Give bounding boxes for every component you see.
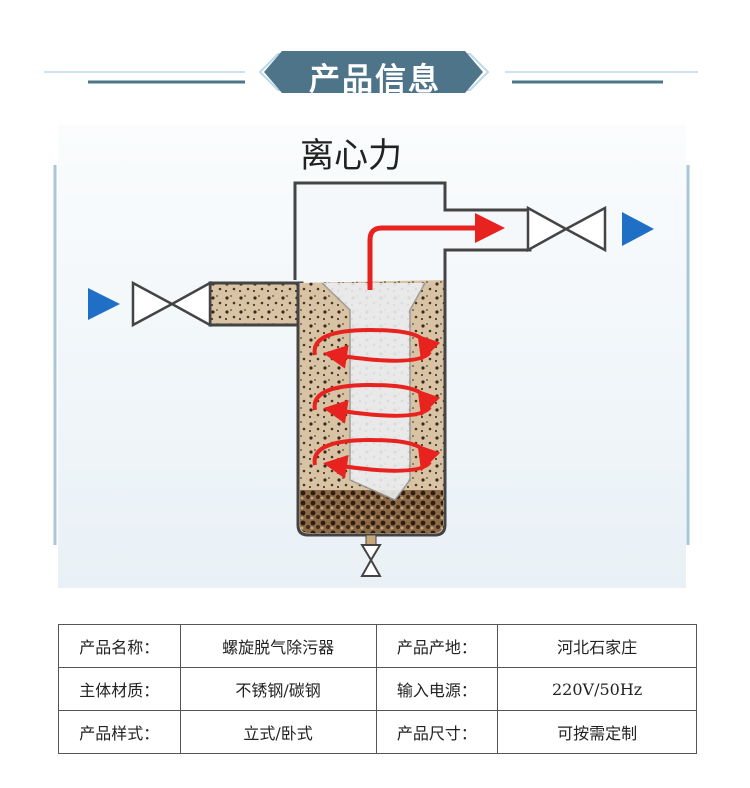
spec-value: 220V/50Hz bbox=[497, 667, 697, 711]
header-decoration bbox=[44, 51, 698, 93]
centrifugal-separator-diagram bbox=[53, 125, 690, 588]
spec-label: 产品尺寸： bbox=[375, 710, 499, 754]
section-title: 产品信息 bbox=[309, 62, 441, 98]
spec-label: 产品产地： bbox=[375, 624, 499, 668]
outlet-arrow-icon bbox=[622, 212, 654, 246]
spec-value: 可按需定制 bbox=[497, 710, 697, 754]
spec-label: 产品名称： bbox=[58, 624, 181, 668]
spec-value: 河北石家庄 bbox=[497, 624, 697, 668]
table-row: 产品名称： 螺旋脱气除污器 产品产地： 河北石家庄 bbox=[58, 624, 697, 668]
inlet-valve-icon bbox=[131, 280, 212, 328]
spec-label: 主体材质： bbox=[58, 667, 181, 711]
table-row: 产品样式： 立式/卧式 产品尺寸： 可按需定制 bbox=[58, 710, 697, 754]
inlet-arrow-icon bbox=[88, 288, 120, 320]
table-row: 主体材质： 不锈钢/碳钢 输入电源： 220V/50Hz bbox=[58, 667, 697, 711]
outlet-valve-icon bbox=[526, 205, 607, 253]
spec-value: 螺旋脱气除污器 bbox=[179, 624, 377, 668]
spec-label: 输入电源： bbox=[375, 667, 499, 711]
spec-value: 立式/卧式 bbox=[179, 710, 377, 754]
drain-valve-icon bbox=[360, 544, 382, 577]
spec-label: 产品样式： bbox=[58, 710, 181, 754]
diagram-title: 离心力 bbox=[300, 136, 402, 176]
spec-value: 不锈钢/碳钢 bbox=[179, 667, 377, 711]
spec-table: 产品名称： 螺旋脱气除污器 产品产地： 河北石家庄 主体材质： 不锈钢/碳钢 输… bbox=[58, 624, 697, 754]
